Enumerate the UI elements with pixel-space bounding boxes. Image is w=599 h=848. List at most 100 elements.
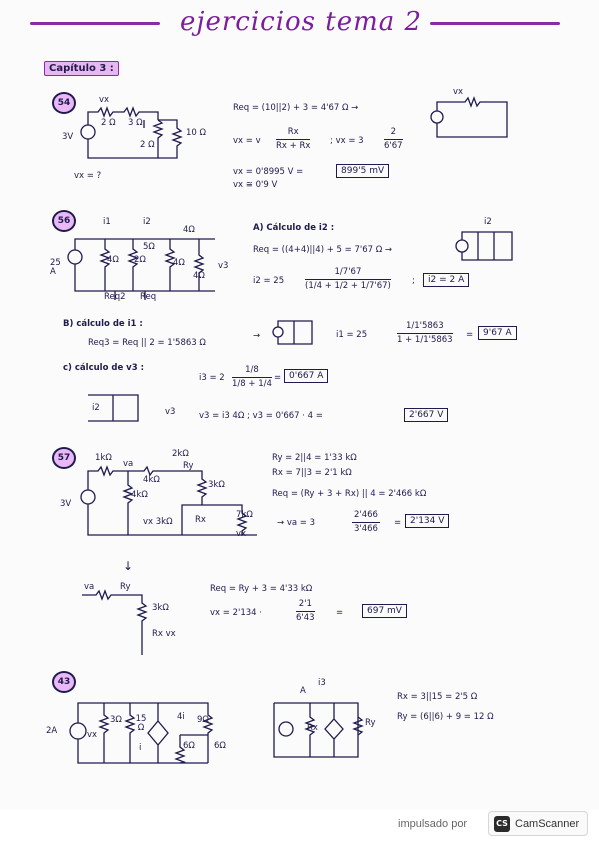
exercise-number-57: 57	[52, 447, 76, 469]
label-v3-c: v3	[165, 407, 176, 417]
part-b-req: Req3 = Req || 2 = 1'5863 Ω	[88, 338, 206, 348]
powered-by-label: impulsado por	[398, 818, 468, 830]
part-b-eq: =	[466, 330, 474, 340]
label-i2-side: i2	[484, 217, 492, 227]
vx-left-57: vx = 2'134 ·	[210, 608, 262, 618]
circuit-57-reduced	[82, 589, 148, 655]
exercise-number-54: 54	[52, 92, 76, 114]
part-a-title: A) Cálculo de i2 :	[253, 223, 335, 233]
part-a-req: Req = ((4+4)||4) + 5 = 7'67 Ω →	[253, 245, 393, 255]
label-vx-43: vx	[87, 730, 98, 740]
part-c-i3-left: i3 = 2	[199, 373, 225, 383]
part-a-i2-left: i2 = 25	[253, 276, 285, 286]
label-rx-vx: Rx vx	[152, 629, 176, 639]
part-c-v3: v3 = i3 4Ω ; v3 = 0'667 · 4 =	[199, 411, 323, 421]
circuit-56-c-simplified	[88, 394, 139, 422]
label-3ohm-43: 3Ω	[110, 715, 122, 725]
label-3kohm: 3kΩ	[208, 480, 225, 490]
circuit-54	[80, 106, 183, 159]
label-2kohm: 2kΩ	[172, 449, 189, 459]
label-vx-57: vx	[236, 529, 247, 539]
label-2a: 2A	[46, 726, 58, 736]
circuit-57	[80, 465, 257, 536]
vx-result-box: 899'5 mV	[336, 164, 390, 178]
label-5ohm: 5Ω	[143, 242, 155, 252]
part-b-i1-left: i1 = 25	[336, 330, 368, 340]
va-eq: =	[394, 518, 402, 528]
label-node-a: A	[300, 686, 306, 696]
part-c-result-box: 0'667 A	[284, 369, 329, 383]
label-7kohm: 7kΩ	[236, 510, 253, 520]
part-a-result-box: i2 = 2 A	[423, 273, 470, 287]
exercise-number-43: 43	[52, 671, 76, 693]
label-4kohm-b: 4kΩ	[131, 490, 148, 500]
title-rule-right	[430, 22, 560, 25]
camscanner-brand: CamScanner	[515, 817, 580, 830]
label-6ohm-a: 6Ω	[183, 741, 195, 751]
label-rx-43: Rx	[307, 723, 318, 733]
part-a-fraction: 1/7'67(1/4 + 1/2 + 1/7'67)	[305, 267, 391, 291]
va-left: → va = 3	[277, 518, 315, 528]
vx-value: vx = 0'8995 V =	[233, 167, 304, 177]
circuit-56-a-simplified	[455, 231, 513, 261]
label-va: va	[123, 459, 134, 469]
label-source-25a: 25 A	[50, 258, 61, 277]
circuit-43-simplified	[273, 702, 364, 758]
label-6ohm-b: 6Ω	[214, 741, 226, 751]
label-r-3ohm: 3 Ω	[128, 118, 143, 128]
label-4kohm-a: 4kΩ	[143, 475, 160, 485]
part-c-title: c) cálculo de v3 :	[63, 363, 144, 373]
label-source-3v: 3V	[62, 132, 74, 142]
label-4ohm-a: 4Ω	[107, 255, 119, 265]
label-1kohm: 1kΩ	[95, 453, 112, 463]
label-3kohm-2: 3kΩ	[152, 603, 169, 613]
label-vx-3kohm: vx 3kΩ	[143, 517, 173, 527]
label-i2: i2	[143, 217, 151, 227]
label-va-2: va	[84, 582, 95, 592]
label-r-10ohm: 10 Ω	[186, 128, 207, 138]
part-b-title: B) cálculo de i1 :	[63, 319, 143, 329]
ry-43: Ry = (6||6) + 9 = 12 Ω	[397, 712, 494, 722]
label-i-43: i	[139, 743, 142, 753]
circuit-43	[69, 702, 214, 764]
label-req2: Req2	[104, 292, 126, 302]
label-9ohm: 9Ω	[197, 715, 209, 725]
label-4i: 4i	[177, 712, 185, 722]
label-ry: Ry	[183, 461, 194, 471]
label-req: Req	[140, 292, 157, 302]
vx-approx: vx ≅ 0'9 V	[233, 180, 278, 190]
part-a-sep: ;	[412, 276, 415, 286]
label-rx: Rx	[195, 515, 206, 525]
label-15ohm: 15 Ω	[135, 714, 147, 733]
label-4ohm-top: 4Ω	[183, 225, 195, 235]
down-arrow: ↓	[123, 559, 134, 573]
label-r-2ohm-b: 2 Ω	[140, 140, 155, 150]
label-2ohm: 2Ω	[134, 255, 146, 265]
label-vx-side: vx	[453, 87, 464, 97]
exercise-number-56: 56	[52, 210, 76, 232]
question-vx: vx = ?	[74, 171, 102, 181]
label-i1: i1	[103, 217, 111, 227]
notebook-page	[0, 0, 599, 810]
label-ry-2: Ry	[120, 582, 131, 592]
title-rule-left	[30, 22, 160, 25]
req-57: Req = (Ry + 3 + Rx) || 4 = 2'466 kΩ	[272, 489, 427, 499]
vx-result-box-57: 697 mV	[362, 604, 407, 618]
label-4ohm-c: 4Ω	[193, 271, 205, 281]
rx-57: Rx = 7||3 = 2'1 kΩ	[272, 468, 352, 478]
label-ry-43: Ry	[365, 718, 376, 728]
va-result-box: 2'134 V	[405, 514, 450, 528]
part-c-v3-box: 2'667 V	[404, 408, 449, 422]
camscanner-badge[interactable]: CS CamScanner	[488, 811, 588, 836]
ry-57: Ry = 2||4 = 1'33 kΩ	[272, 453, 357, 463]
label-vx: vx	[99, 95, 110, 105]
rx-43: Rx = 3||15 = 2'5 Ω	[397, 692, 478, 702]
req-54: Req = (10||2) + 3 = 4'67 Ω →	[233, 103, 359, 113]
page-title: ejercicios tema 2	[180, 7, 423, 37]
